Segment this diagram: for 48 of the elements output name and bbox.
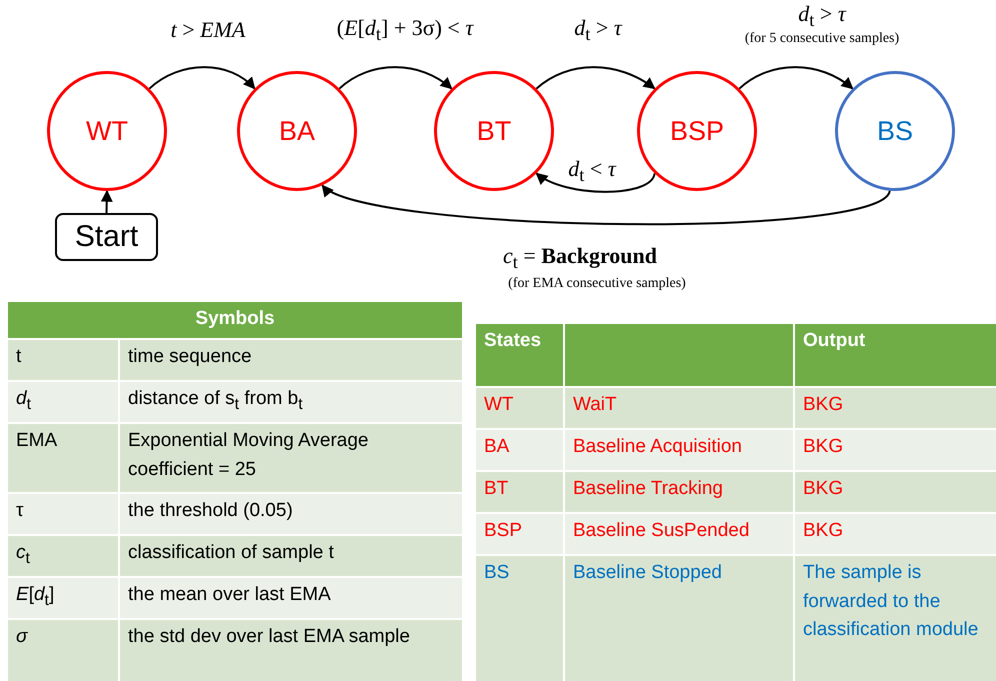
- table-cell: Baseline SusPended: [565, 514, 793, 554]
- table-cell: BSP: [476, 514, 563, 554]
- table-cell: σ: [8, 620, 118, 681]
- table-cell: BKG: [795, 514, 996, 554]
- node-label: BSP: [670, 116, 724, 146]
- table-cell: BA: [476, 430, 563, 470]
- table-cell: Exponential Moving Average coefficient = 25: [120, 424, 462, 492]
- node-label: BT: [476, 116, 512, 146]
- table-cell: E[d$_{t}$]: [8, 578, 118, 618]
- table-cell: BKG: [795, 388, 996, 428]
- edge-note: (for EMA consecutive samples): [508, 276, 686, 292]
- table-cell: the std dev over last EMA sample: [120, 620, 462, 681]
- table-cell: Baseline Tracking: [565, 472, 793, 512]
- table-cell: WaiT: [565, 388, 793, 428]
- table-cell: t: [8, 340, 118, 380]
- table-cell: EMA: [8, 424, 118, 492]
- table-cell: the mean over last EMA: [120, 578, 462, 618]
- arrow: [338, 66, 453, 90]
- start-box: [55, 213, 158, 261]
- node-label: Start: [74, 220, 138, 254]
- table-cell: BKG: [795, 472, 996, 512]
- table-cell: BT: [476, 472, 563, 512]
- table-cell: d$_{t}$: [8, 382, 118, 422]
- table-cell: Baseline Acquisition: [565, 430, 793, 470]
- arrow: [535, 172, 656, 193]
- edge-note: (for 5 consecutive samples): [744, 31, 900, 47]
- arrow: [738, 66, 854, 90]
- table-cell: distance of s$_{t}$ from b$_{t}$: [120, 382, 462, 422]
- header-cell: Output: [795, 324, 996, 386]
- node-label: BA: [278, 116, 316, 146]
- header-cell: States: [476, 324, 563, 386]
- table-cell: The sample is forwarded to the classification module: [795, 556, 996, 681]
- node-label: WT: [86, 116, 128, 146]
- arrow: [100, 190, 113, 214]
- table-cell: classification of sample t: [120, 536, 462, 576]
- arrow: [536, 66, 656, 90]
- table-cell: τ: [8, 494, 118, 534]
- header-cell: Symbols: [8, 302, 462, 338]
- table-cell: WT: [476, 388, 563, 428]
- table-cell: the threshold (0.05): [120, 494, 462, 534]
- arrow: [321, 184, 890, 225]
- table-cell: Baseline Stopped: [565, 556, 793, 681]
- table-cell: c$_{t}$: [8, 536, 118, 576]
- arrow: [148, 66, 256, 90]
- node-label: BS: [876, 116, 914, 146]
- table-cell: time sequence: [120, 340, 462, 380]
- table-cell: BS: [476, 556, 563, 681]
- table-cell: BKG: [795, 430, 996, 470]
